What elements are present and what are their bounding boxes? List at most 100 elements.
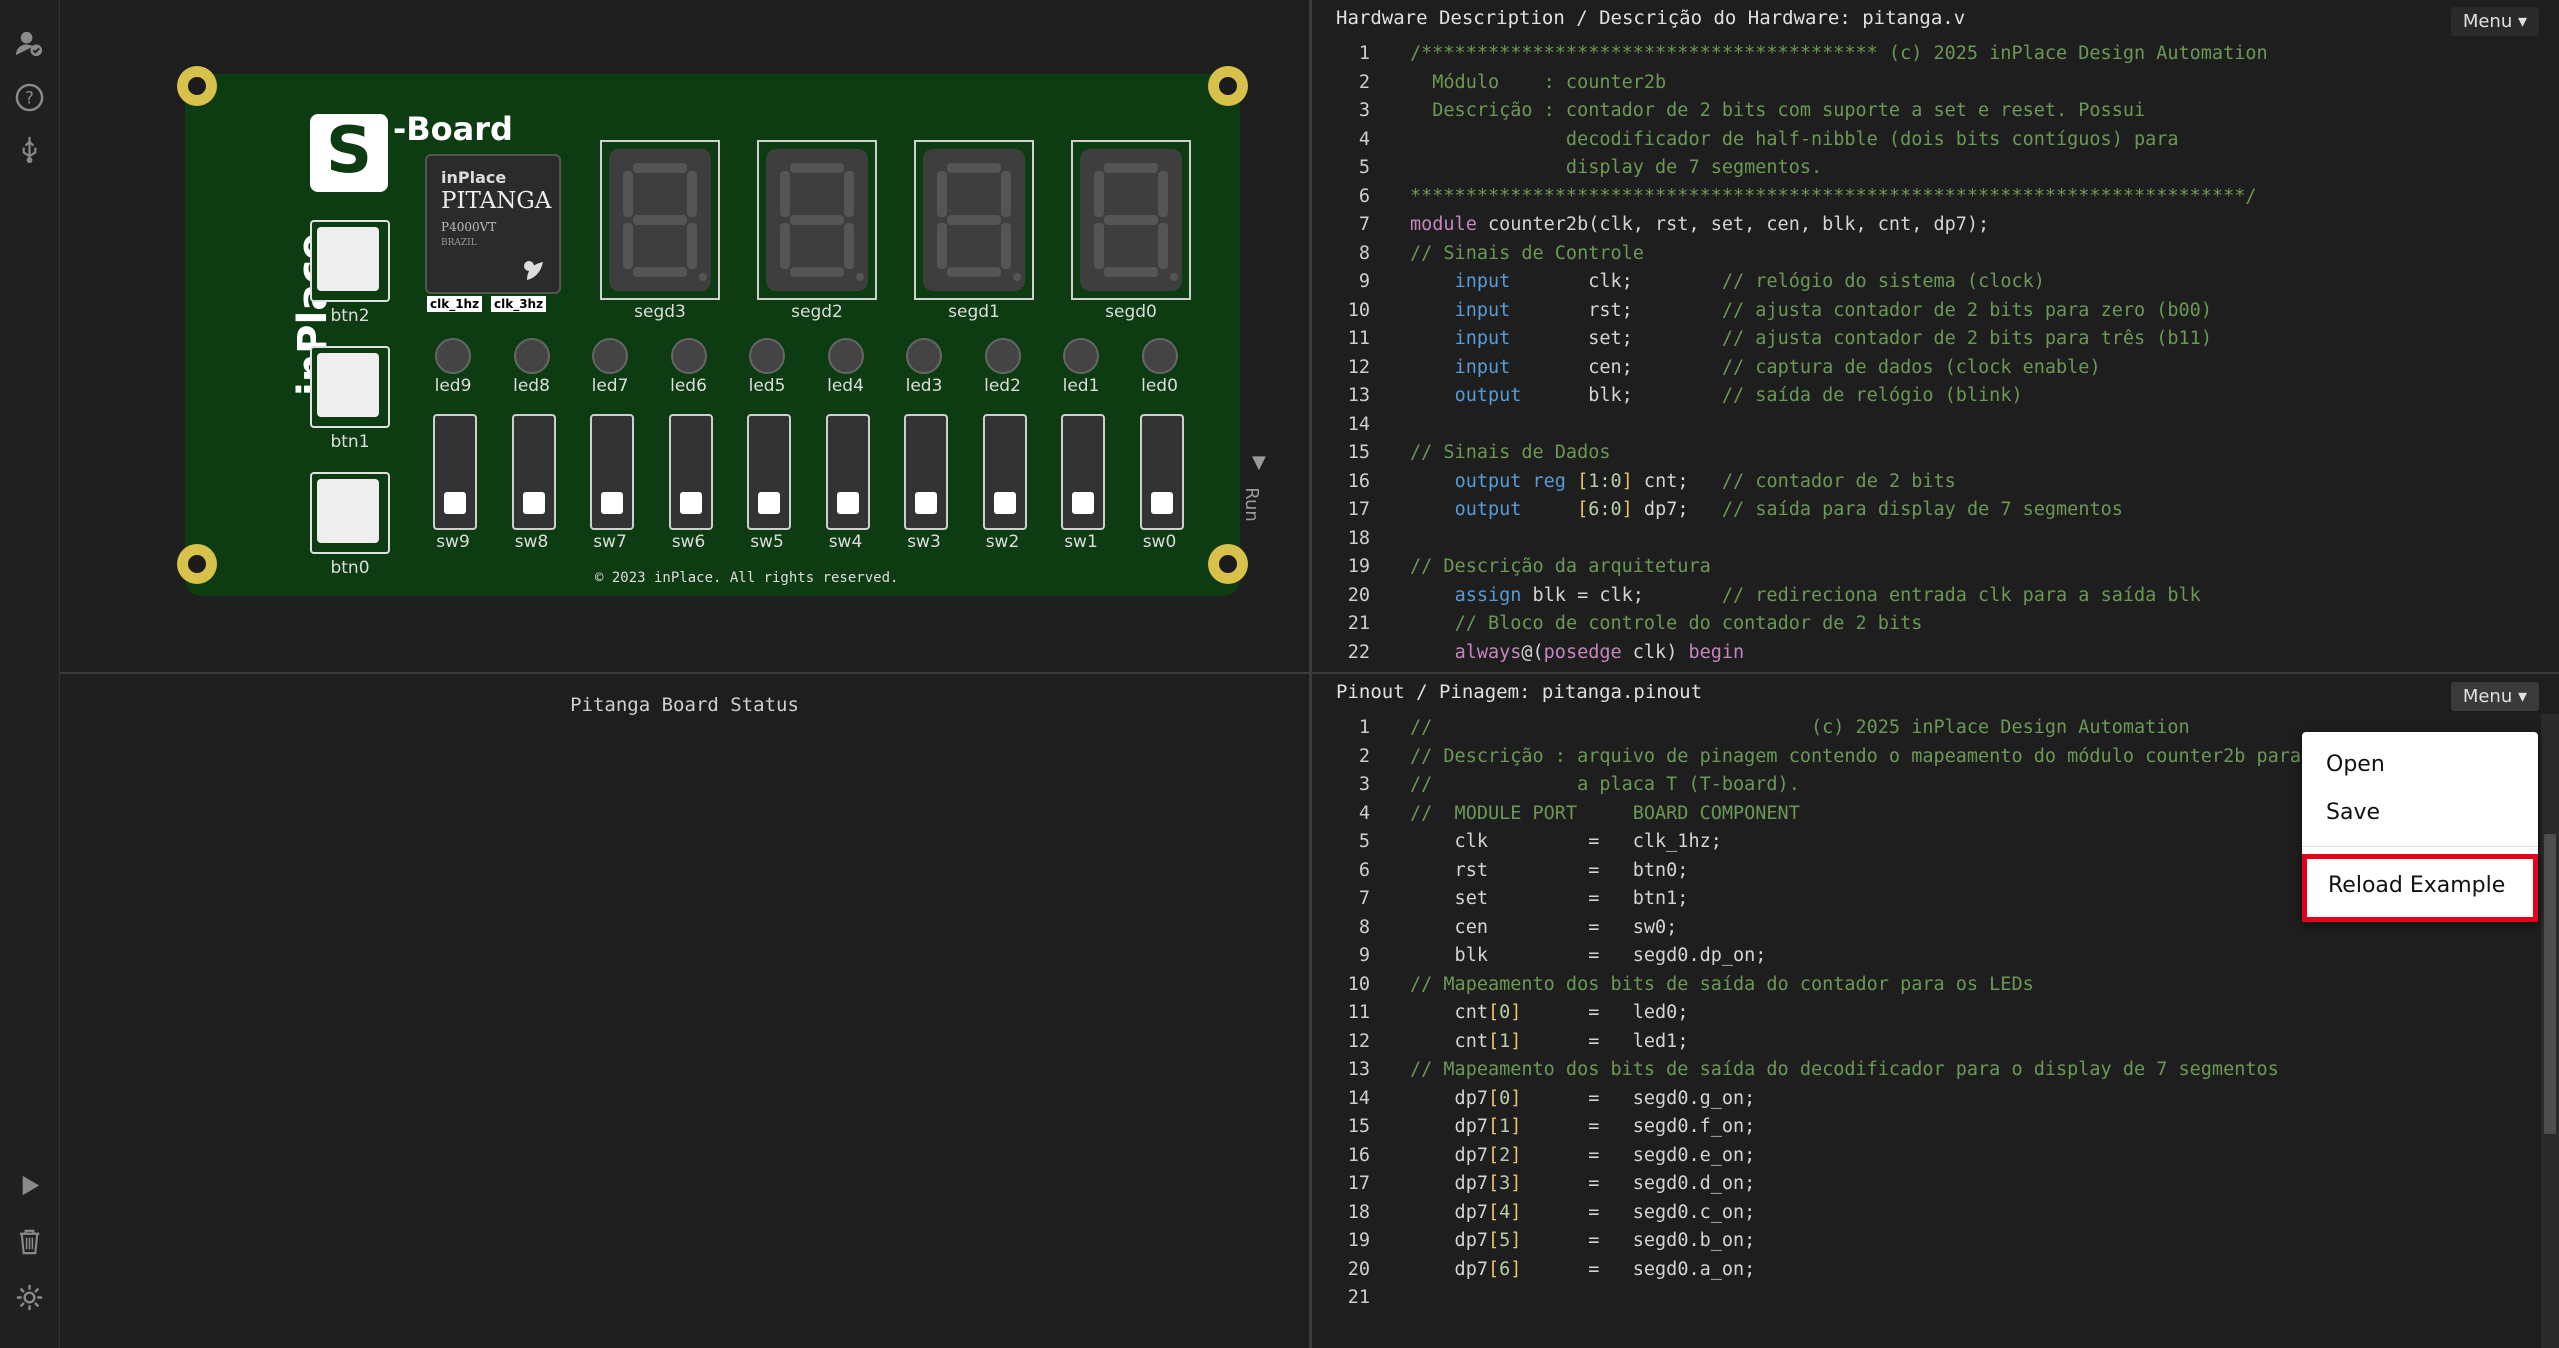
btn0-label: btn0	[330, 558, 370, 578]
pane-splitter[interactable]	[1309, 0, 1312, 1348]
code-line: 5 display de 7 segmentos.	[1312, 154, 2539, 183]
line-number: 10	[1347, 973, 1370, 995]
trash-icon[interactable]	[14, 1226, 45, 1257]
menu-item-open[interactable]: Open	[2326, 752, 2385, 777]
code-line: 22 always@(posedge clk) begin	[1312, 639, 2539, 668]
line-number: 20	[1347, 1258, 1370, 1280]
play-icon[interactable]	[14, 1170, 45, 1201]
sw3-label: sw3	[907, 532, 941, 552]
code-line: 8 cen = sw0;	[1312, 914, 2539, 943]
line-content: decodificador de half-nibble (dois bits …	[1410, 128, 2179, 150]
line-content: Módulo : counter2b	[1410, 71, 1667, 93]
sw7-switch[interactable]	[590, 414, 634, 530]
code-line: 17 dp7[3] = segd0.d_on;	[1312, 1170, 2539, 1199]
sw8-label: sw8	[514, 532, 549, 552]
code-line: 7 set = btn1;	[1312, 885, 2539, 914]
line-content: clk = clk_1hz;	[1410, 831, 1722, 852]
hdl-editor-title: Hardware Description / Descrição do Hard…	[1336, 7, 1966, 29]
settings-icon[interactable]	[14, 1282, 45, 1313]
hdl-menu-button[interactable]: Menu ▾	[2450, 7, 2539, 36]
menu-divider	[2302, 846, 2538, 847]
code-line: 10 input rst; // ajusta contador de 2 bi…	[1312, 297, 2539, 326]
sw9-label: sw9	[436, 532, 470, 552]
run-toggle[interactable]: ▼ Run	[1240, 452, 1280, 532]
help-icon[interactable]: ?	[14, 82, 45, 113]
mount-hole	[177, 544, 217, 584]
code-line: 15 dp7[1] = segd0.f_on;	[1312, 1113, 2539, 1142]
sw0-switch[interactable]	[1139, 414, 1184, 530]
segd2-label: segd2	[791, 302, 843, 322]
btn1-button[interactable]	[310, 346, 390, 428]
line-content: always@(posedge clk) begin	[1454, 641, 1745, 663]
line-content: output reg [1:0] cnt; // contador de 2 b…	[1454, 470, 1956, 492]
status-pane: Pitanga Board Status	[60, 674, 1309, 1348]
s-board-logo: S	[310, 114, 388, 192]
menu-item-save[interactable]: Save	[2326, 800, 2381, 825]
sw5-switch[interactable]	[747, 414, 791, 530]
line-content: cnt[0] = led0;	[1410, 1002, 1689, 1023]
sw5-label: sw5	[750, 532, 784, 552]
sw8-switch[interactable]	[511, 414, 556, 530]
sw3-switch[interactable]	[904, 414, 948, 530]
line-number: 13	[1347, 385, 1370, 406]
line-content: // Bloco de controle do contador de 2 bi…	[1454, 613, 1923, 634]
line-content: input rst; // ajusta contador de 2 bits …	[1454, 299, 2212, 321]
code-line: 19// Descrição da arquitetura	[1312, 553, 2539, 582]
sw4-label: sw4	[828, 532, 863, 552]
scroll-thumb[interactable]	[2544, 834, 2556, 1134]
clk-tag: clk_3hz	[491, 296, 547, 312]
board-pane: S -Board inPlace inPlace PITANGA P4000VT…	[60, 0, 1309, 674]
code-line: 1// (c) 2025 inPlace Design Automation	[1312, 714, 2539, 743]
line-content: // Sinais de Dados	[1410, 442, 1611, 463]
led7-label: led7	[591, 376, 629, 396]
sw2-switch[interactable]	[982, 414, 1027, 530]
menu-item-reload-example[interactable]: Reload Example	[2328, 873, 2506, 898]
segd0-display	[1071, 140, 1191, 300]
sw4-switch[interactable]	[825, 414, 870, 530]
pinout-scrollbar[interactable]	[2541, 714, 2559, 1348]
sw6-label: sw6	[671, 532, 706, 552]
line-number: 12	[1347, 1030, 1370, 1052]
line-content: // Descrição : arquivo de pinagem conten…	[1410, 745, 2302, 767]
code-line: 18	[1312, 525, 2539, 554]
line-number: 12	[1347, 356, 1370, 378]
code-line: 4 decodificador de half-nibble (dois bit…	[1312, 126, 2539, 155]
code-line: 2 // Descrição : arquivo de pinagem conte…	[1312, 743, 2539, 772]
hdl-code[interactable]: 1/**************************************…	[1312, 40, 2539, 672]
line-content: input cen; // captura de dados (clock en…	[1454, 356, 2101, 378]
code-line: 19 dp7[5] = segd0.b_on;	[1312, 1227, 2539, 1256]
line-number: 3	[1358, 100, 1370, 121]
sw1-switch[interactable]	[1061, 414, 1105, 530]
line-number: 7	[1358, 214, 1370, 235]
sw0-label: sw0	[1142, 532, 1177, 552]
led1-indicator	[1063, 338, 1099, 374]
board-name: -Board	[393, 110, 513, 148]
code-line: 2 Módulo : counter2b	[1312, 69, 2539, 98]
code-line: 4// MODULE PORT BOARD COMPONENT	[1312, 800, 2539, 829]
code-line: 1/**************************************…	[1312, 40, 2539, 69]
sw9-switch[interactable]	[433, 414, 477, 530]
pinout-menu-button[interactable]: Menu ▾	[2450, 682, 2539, 711]
usb-icon[interactable]	[14, 134, 45, 165]
led6-indicator	[670, 338, 707, 374]
line-number: 18	[1347, 527, 1370, 549]
line-number: 2	[1358, 745, 1370, 767]
line-number: 14	[1347, 1087, 1370, 1109]
line-number: 16	[1347, 470, 1370, 492]
code-line: 20 dp7[6] = segd0.a_on;	[1312, 1256, 2539, 1285]
line-number: 22	[1347, 641, 1370, 663]
code-line: 7 module counter2b(clk, rst, set, cen, bl…	[1312, 211, 2539, 240]
sw6-switch[interactable]	[668, 414, 713, 530]
hdl-editor[interactable]: Hardware Description / Descrição do Hard…	[1312, 0, 2559, 674]
line-number: 14	[1347, 413, 1370, 435]
led1-label: led1	[1062, 376, 1100, 396]
line-content: module counter2b(clk, rst, set, cen, blk…	[1410, 214, 1990, 235]
btn0-button[interactable]	[310, 472, 390, 554]
user-check-icon[interactable]	[14, 28, 45, 59]
line-content: // Descrição da arquitetura	[1410, 556, 1711, 577]
code-line: 21	[1312, 1284, 2539, 1313]
line-number: 11	[1347, 328, 1370, 349]
btn2-button[interactable]	[310, 220, 390, 302]
chip-name: PITANGA	[441, 188, 552, 214]
